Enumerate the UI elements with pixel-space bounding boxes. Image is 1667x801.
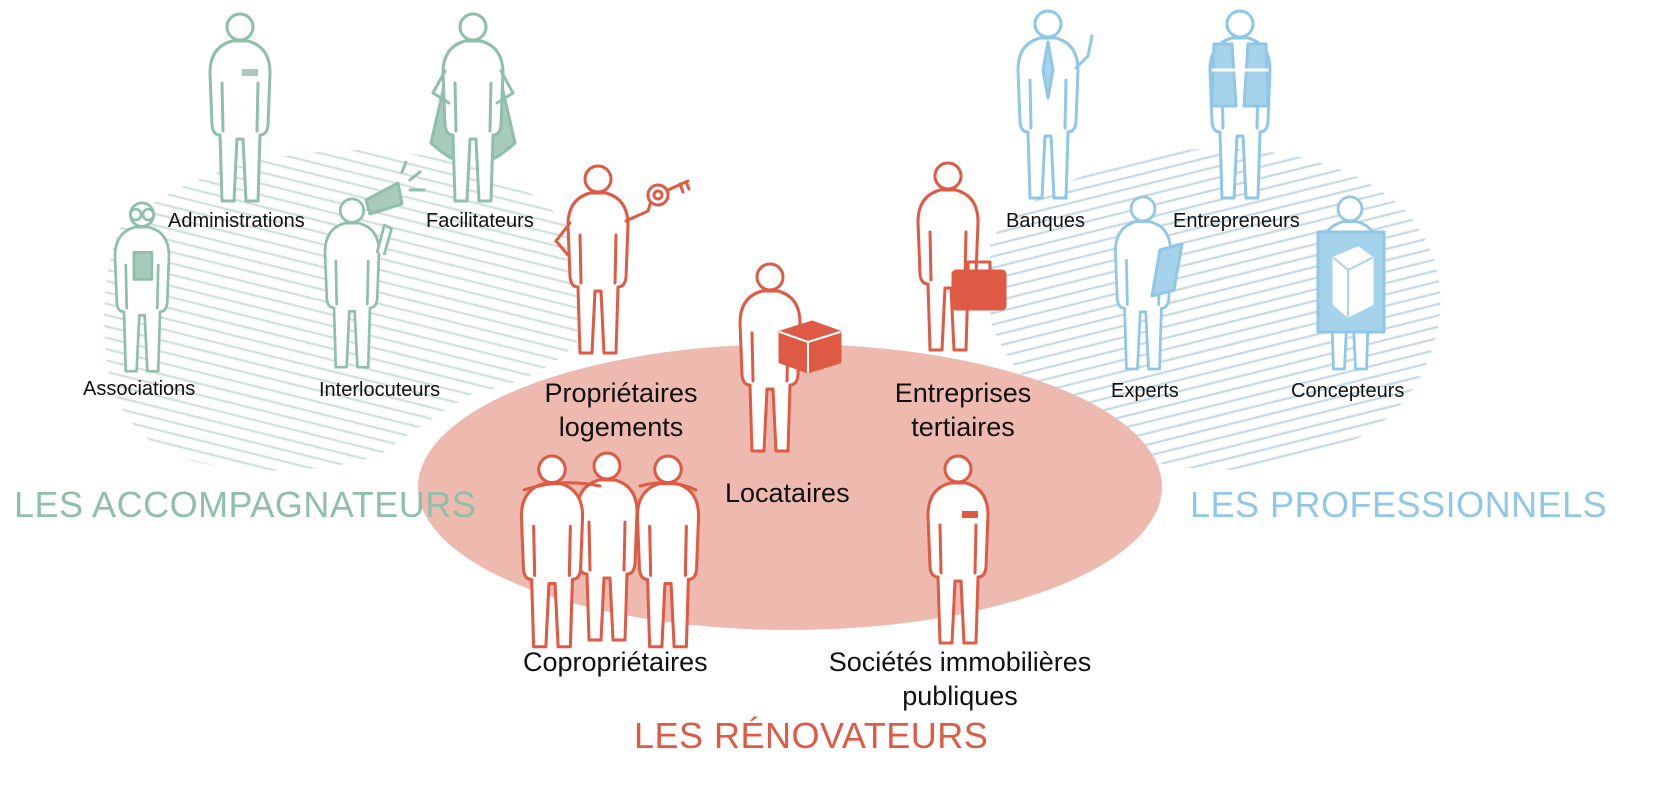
briefcase-icon <box>951 260 1007 311</box>
label-facilitateurs: Facilitateurs <box>426 210 534 232</box>
superhero-with-cape-icon <box>429 12 517 203</box>
label-societes-line1: Sociétés immobilières <box>828 647 1092 677</box>
label-banques: Banques <box>1006 210 1085 232</box>
box-icon <box>778 320 842 374</box>
person-with-badge-icon <box>208 12 272 203</box>
label-associations: Associations <box>83 378 196 400</box>
person-with-badge-icon <box>926 454 990 645</box>
group-title-professionnels: LES PROFESSIONNELS <box>1190 484 1608 525</box>
label-coproprietaires: Copropriétaires <box>523 647 708 677</box>
key-icon <box>646 179 691 207</box>
label-locataires: Locataires <box>725 478 850 508</box>
label-entrepreneurs: Entrepreneurs <box>1173 210 1300 232</box>
label-interlocuteurs: Interlocuteurs <box>319 379 441 401</box>
notepad-icon <box>1150 242 1184 298</box>
label-entreprises-line1: Entreprises <box>894 378 1032 408</box>
label-experts: Experts <box>1111 380 1179 402</box>
label-societes-immobilieres-publiques: Sociétés immobilières publiques <box>822 645 1098 713</box>
label-entreprises-line2: tertiaires <box>911 412 1015 442</box>
label-societes-line2: publiques <box>902 681 1018 711</box>
label-proprietaires-line2: logements <box>558 412 684 442</box>
person-with-glasses-clipboard-icon <box>113 201 171 373</box>
label-proprietaires-logements: Propriétaires logements <box>538 376 704 444</box>
group-of-three-people-icon <box>519 451 701 649</box>
label-administrations: Administrations <box>168 210 305 232</box>
label-proprietaires-line1: Propriétaires <box>544 378 698 408</box>
worker-with-safety-vest-icon <box>1208 9 1272 200</box>
person-with-megaphone-icon <box>323 197 393 369</box>
megaphone-icon <box>364 181 404 216</box>
group-title-accompagnateurs: LES ACCOMPAGNATEURS <box>14 484 477 525</box>
person-with-tie-icon <box>1016 9 1094 200</box>
person-with-briefcase-icon <box>916 161 980 352</box>
group-title-renovateurs: LES RÉNOVATEURS <box>634 715 989 756</box>
label-concepteurs: Concepteurs <box>1291 380 1405 402</box>
label-entreprises-tertiaires: Entreprises tertiaires <box>885 376 1041 444</box>
